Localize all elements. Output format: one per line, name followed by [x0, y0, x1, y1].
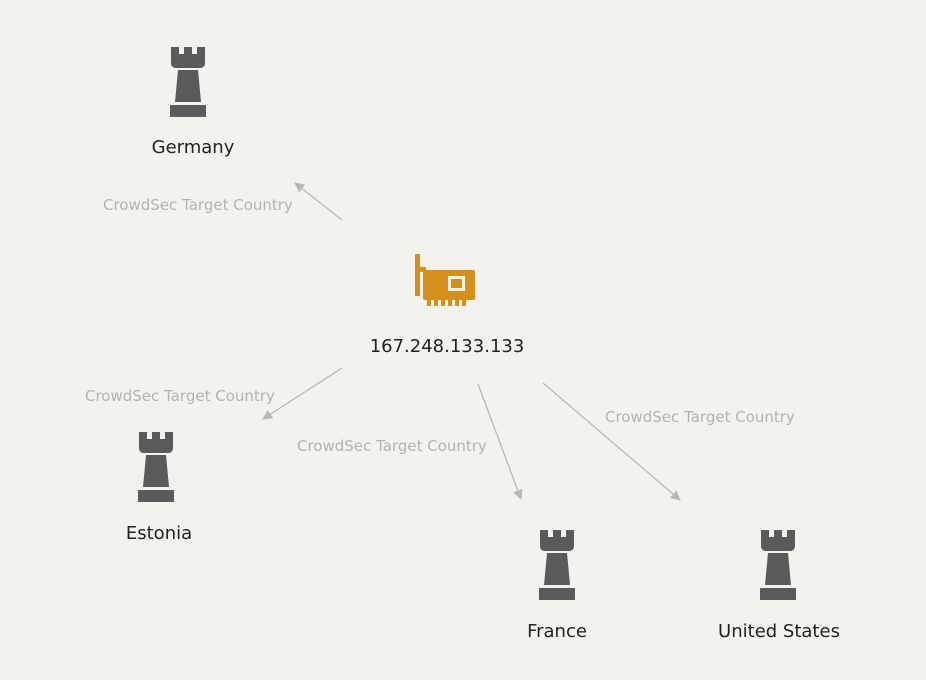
node-united-states[interactable]	[756, 530, 800, 602]
edge-france[interactable]	[477, 383, 523, 500]
node-germany[interactable]	[166, 47, 210, 119]
network-card-icon	[415, 254, 475, 306]
node-label-estonia: Estonia	[125, 523, 193, 544]
center-node[interactable]	[415, 252, 477, 310]
edge-united-states[interactable]	[542, 382, 681, 501]
node-label-france: France	[527, 621, 587, 642]
node-estonia[interactable]	[134, 432, 178, 504]
rook-tower-icon	[138, 432, 174, 502]
node-france[interactable]	[535, 530, 579, 602]
edge-label-estonia: CrowdSec Target Country	[85, 387, 275, 405]
rook-tower-icon	[539, 530, 575, 600]
edge-label-france: CrowdSec Target Country	[297, 437, 487, 455]
node-label-united-states: United States	[718, 621, 840, 642]
center-node-label: 167.248.133.133	[369, 336, 525, 357]
edge-germany[interactable]	[294, 182, 343, 221]
rook-tower-icon	[760, 530, 796, 600]
edge-estonia[interactable]	[262, 367, 343, 420]
rook-tower-icon	[170, 47, 206, 117]
edge-label-united-states: CrowdSec Target Country	[605, 408, 795, 426]
edge-label-germany: CrowdSec Target Country	[103, 196, 293, 214]
node-label-germany: Germany	[151, 137, 235, 158]
